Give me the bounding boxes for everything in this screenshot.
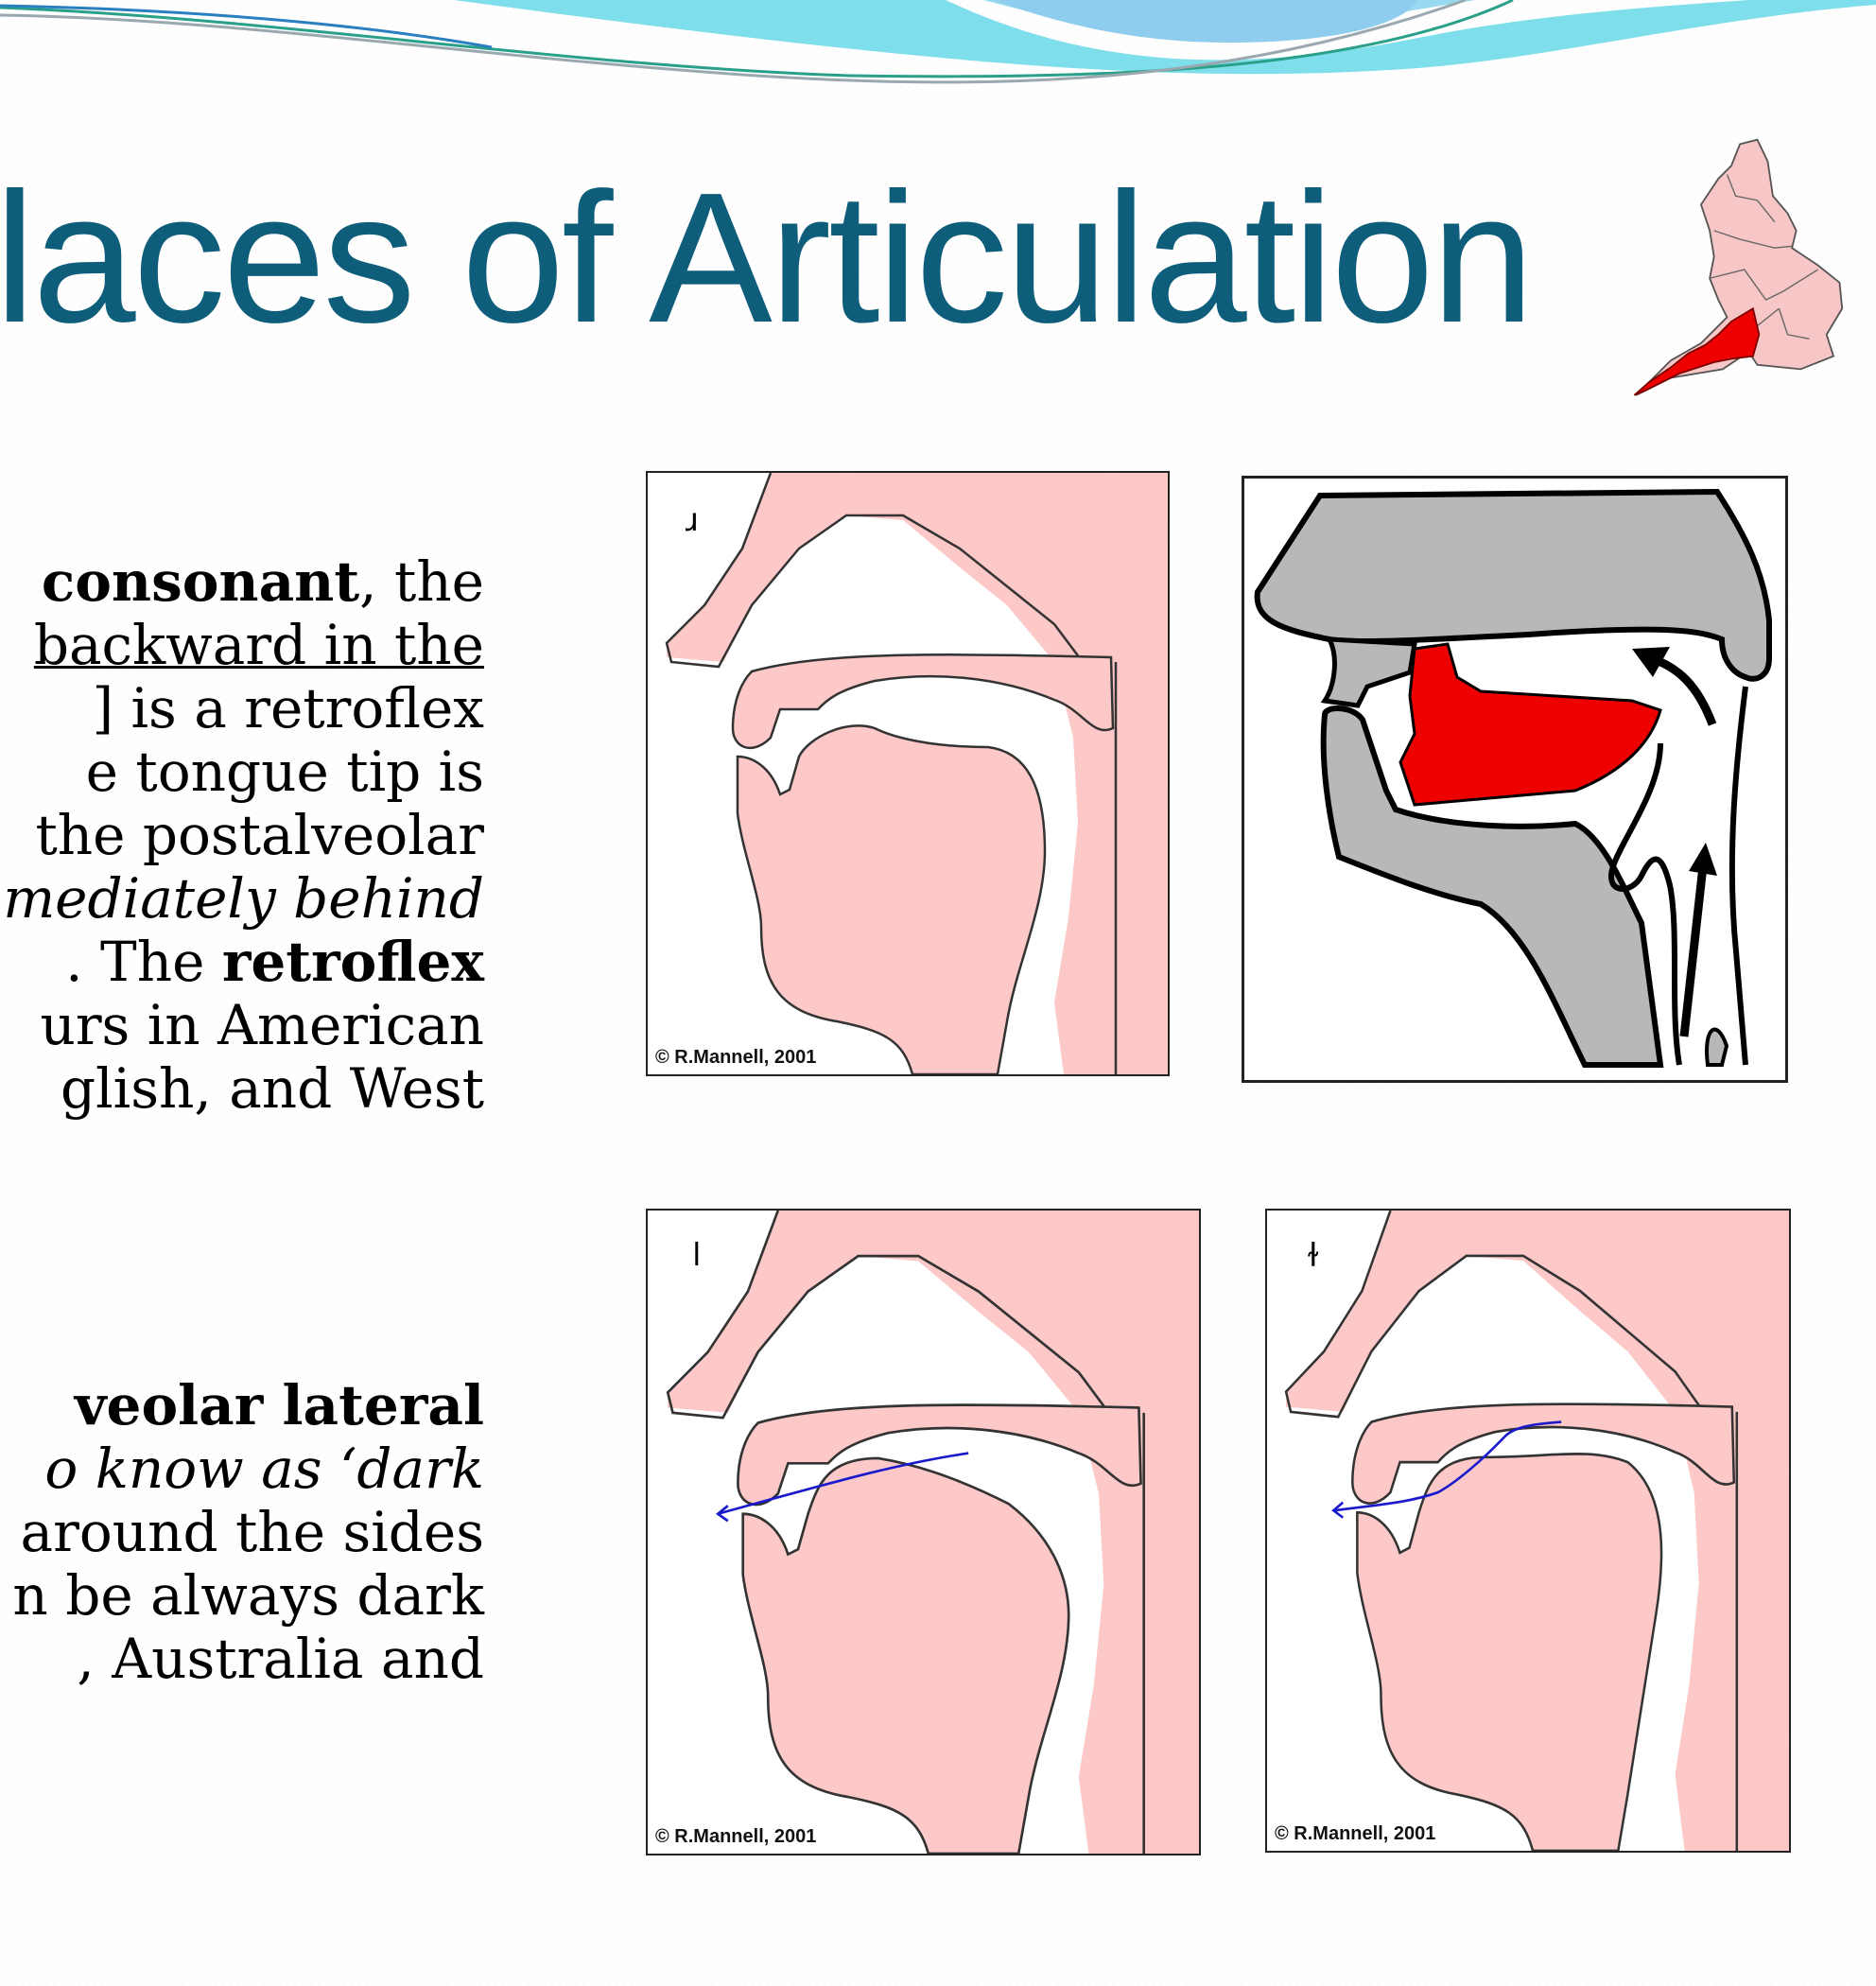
diagram-retroflex-tongue	[1242, 476, 1788, 1083]
text-line: backward in the	[33, 613, 484, 677]
text-line: n be always dark	[12, 1563, 484, 1628]
text-line: around the sides	[20, 1500, 484, 1564]
text-line: o know as ‘dark	[44, 1437, 484, 1501]
ipa-symbol-label: l	[693, 1237, 701, 1273]
head-cross-section-illustration	[1254, 488, 1772, 1068]
copyright-label: © R.Mannell, 2001	[655, 1826, 817, 1847]
header-swoosh-decoration	[0, 0, 1876, 84]
vocal-tract-illustration	[648, 473, 1168, 1074]
text-line: veolar lateral	[74, 1373, 484, 1437]
text-line: , Australia and	[77, 1627, 484, 1691]
text-line: ] is a retroflex	[92, 676, 484, 740]
diagram-alveolar-lateral-clear: l © R.Mannell, 2001	[646, 1209, 1201, 1855]
diagram-retroflex-approximant: ɹ © R.Mannell, 2001	[646, 471, 1170, 1076]
copyright-label: © R.Mannell, 2001	[655, 1047, 817, 1068]
ipa-symbol-label: ɫ	[1307, 1237, 1320, 1275]
ipa-symbol-label: ɹ	[686, 501, 700, 539]
copyright-label: © R.Mannell, 2001	[1275, 1823, 1436, 1844]
text-line: e tongue tip is	[85, 740, 484, 804]
vocal-tract-illustration	[1267, 1211, 1789, 1851]
text-line: glish, and West	[61, 1056, 484, 1121]
vocal-tract-illustration	[648, 1211, 1199, 1854]
diagram-alveolar-lateral-dark: ɫ © R.Mannell, 2001	[1265, 1209, 1791, 1853]
england-map-icon	[1633, 138, 1844, 396]
text-line: . The retroflex	[65, 930, 484, 994]
body-text-lateral: veolar lateral o know as ‘dark around th…	[0, 1374, 484, 1691]
body-text-retroflex: consonant, the backward in the ] is a re…	[0, 550, 484, 1121]
text-line: the postalveolar	[35, 803, 484, 867]
text-line: mediately behind	[3, 866, 484, 931]
slide-title: laces of Articulation	[0, 154, 1535, 361]
text-line: consonant, the	[41, 549, 484, 614]
text-line: urs in American	[40, 993, 484, 1057]
